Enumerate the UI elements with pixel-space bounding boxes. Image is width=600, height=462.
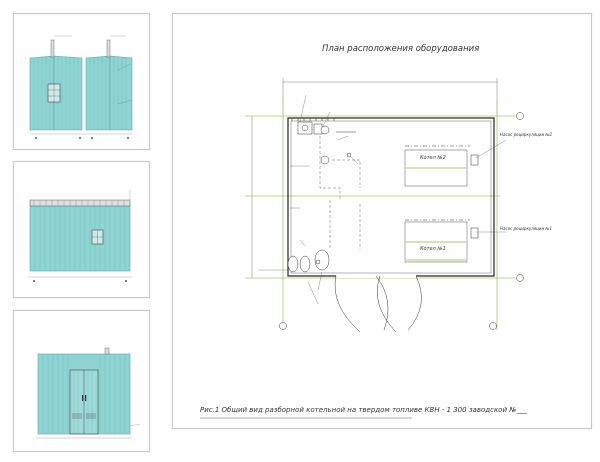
- plan-title: План расположения оборудования: [322, 44, 480, 54]
- pump-2-label: Насос рециркуляции №2: [500, 132, 553, 137]
- boiler-1-label: Котел №1: [420, 246, 446, 252]
- sheet1-drawing: [29, 35, 133, 139]
- boiler-2-label: Котел №2: [420, 155, 446, 161]
- sheet2-drawing: [28, 190, 132, 282]
- pump-1-label: Насос рециркуляции №1: [500, 226, 553, 231]
- plan-drawing: [200, 78, 524, 419]
- sheet3-drawing: [36, 347, 141, 439]
- plan-caption: Рис.1 Общий вид разборной котельной на т…: [200, 406, 528, 414]
- plan-sheet: [172, 13, 592, 429]
